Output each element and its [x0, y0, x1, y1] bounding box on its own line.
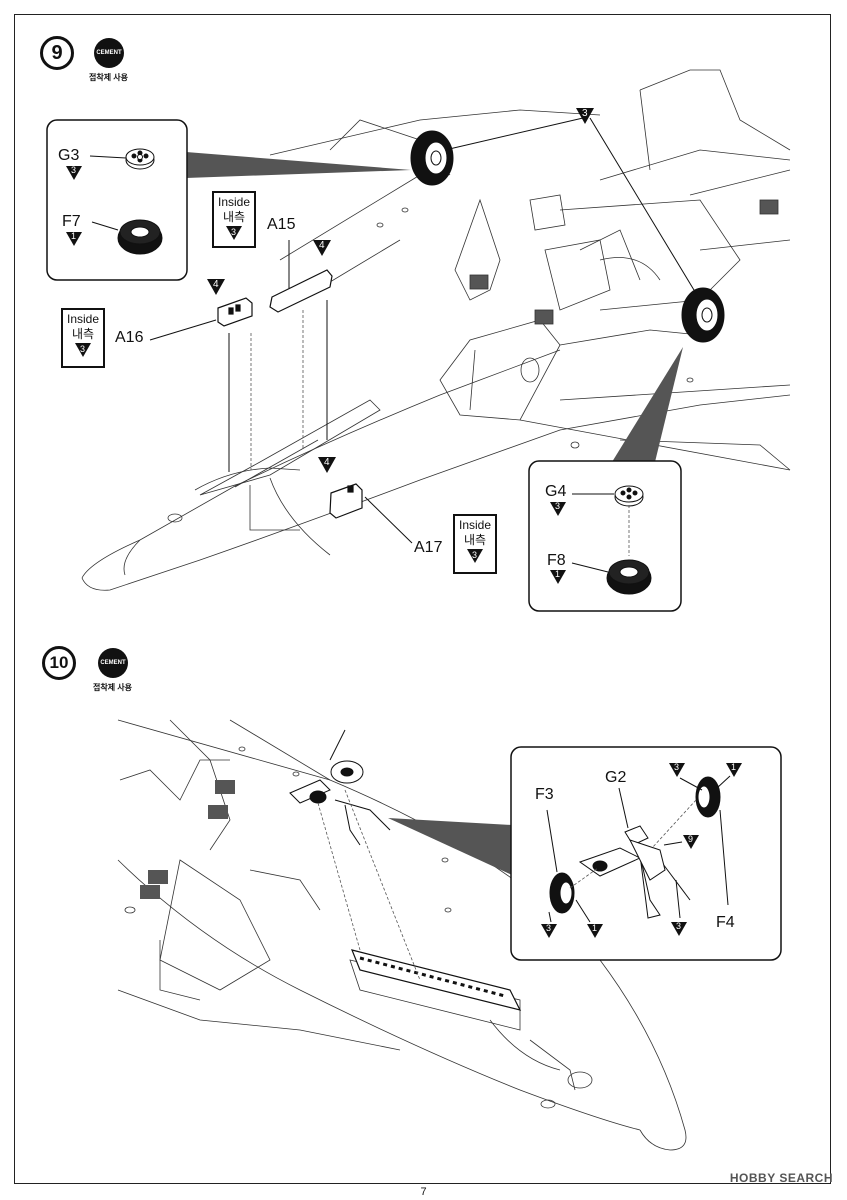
instruction-badge-icon: [66, 166, 82, 180]
badge-f3-a: 3: [541, 924, 557, 941]
inside-note-1-badge: 3: [226, 226, 242, 240]
badge-strut-3-num: 3: [676, 921, 682, 931]
badge-g2-9-num: 9: [688, 834, 694, 844]
instruction-badge-icon: [587, 924, 603, 938]
badge-f7: 1: [66, 232, 82, 249]
badge-g3-num: 3: [71, 165, 77, 175]
part-label-g4: G4: [545, 483, 567, 500]
step9-wheel-top: [410, 130, 454, 186]
instruction-badge-icon: [550, 502, 566, 516]
badge-g4: 3: [550, 502, 566, 519]
page-number: 7: [420, 1186, 427, 1198]
instruction-badge-icon: [576, 108, 594, 124]
cement-icon: CEMENT: [94, 38, 124, 68]
part-a17-shape: [329, 483, 363, 519]
gear-strut-g2: [578, 825, 691, 919]
part-label-f7: F7: [62, 213, 81, 230]
hub-g4: [614, 485, 644, 507]
instruction-badge-icon: [726, 763, 742, 777]
tire-f7: [117, 219, 163, 255]
tire-f4: [695, 776, 721, 818]
badge-g2-9: 9: [683, 835, 699, 852]
badge-f7-num: 1: [71, 231, 77, 241]
instruction-badge-icon: [313, 240, 331, 256]
inside-note-3-ko: 내측: [463, 533, 487, 547]
badge-f3-a-num: 3: [546, 923, 552, 933]
step9-left-inset-box: [46, 119, 188, 281]
badge-f4-1: 1: [726, 763, 742, 780]
part-label-a16: A16: [115, 329, 144, 346]
inside-note-3-en: Inside: [458, 518, 492, 532]
inside-note-3: Inside 내측 3: [453, 514, 497, 574]
cement-caption: 접착제 사용: [93, 683, 133, 692]
part-a15-shape: [269, 269, 333, 313]
part-label-a15: A15: [267, 216, 296, 233]
instruction-badge-icon: [66, 232, 82, 246]
part-label-a17: A17: [414, 539, 443, 556]
badge-f3-b: 1: [587, 924, 603, 941]
part-label-g2: G2: [605, 769, 627, 786]
badge-f4-1-num: 1: [731, 762, 737, 772]
cement-icon: CEMENT: [98, 648, 128, 678]
badge-f3-b-num: 1: [592, 923, 598, 933]
inside-note-1: Inside 내측 3: [212, 191, 256, 248]
badge-a16: 4: [207, 279, 225, 298]
inside-note-2-ko: 내측: [71, 327, 95, 341]
instruction-badge-icon: [318, 457, 336, 473]
inside-note-2-en: Inside: [66, 312, 100, 326]
instruction-badge-icon: [669, 763, 685, 777]
badge-wheel: 3: [576, 108, 594, 127]
badge-a17: 4: [318, 457, 336, 476]
step10-inset-pointer: [388, 818, 512, 875]
inside-note-1-ko: 내측: [222, 210, 246, 224]
badge-f8: 1: [550, 570, 566, 587]
badge-f4-3-num: 3: [674, 762, 680, 772]
instruction-badge-icon: [683, 835, 699, 849]
instruction-badge-icon: [550, 570, 566, 584]
part-a16-shape: [217, 297, 253, 327]
instruction-badge-icon: [541, 924, 557, 938]
badge-a17-num: 4: [324, 457, 330, 468]
badge-f4-3: 3: [669, 763, 685, 780]
step-10-number: 10: [42, 646, 76, 680]
inside-note-2-badge-num: 3: [80, 344, 86, 354]
part-label-f3: F3: [535, 786, 554, 803]
badge-g4-num: 3: [555, 501, 561, 511]
fuselage-nose-outline: [81, 349, 561, 579]
inside-note-1-en: Inside: [217, 195, 251, 209]
part-label-f4: F4: [716, 914, 735, 931]
step10-gear-drawing: [289, 729, 391, 846]
badge-a15-num: 4: [319, 240, 325, 251]
step9-right-inset-pointer: [612, 347, 683, 462]
page-frame: [14, 14, 831, 1184]
instruction-badge-icon: [671, 922, 687, 936]
badge-a16-num: 4: [213, 279, 219, 290]
part-label-g3: G3: [58, 147, 80, 164]
hub-g3: [125, 148, 155, 170]
badge-f8-num: 1: [555, 569, 561, 579]
step-9-number: 9: [40, 36, 74, 70]
badge-a15: 4: [313, 240, 331, 259]
cement-caption: 접착제 사용: [89, 73, 129, 82]
inside-note-2: Inside 내측 3: [61, 308, 105, 368]
watermark: HOBBY SEARCH: [729, 1171, 833, 1185]
badge-g3: 3: [66, 166, 82, 183]
inside-note-3-badge: 3: [467, 549, 483, 563]
inside-note-3-badge-num: 3: [472, 550, 478, 560]
badge-wheel-num: 3: [582, 108, 588, 119]
badge-strut-3: 3: [671, 922, 687, 939]
part-label-f8: F8: [547, 552, 566, 569]
instruction-badge-icon: [207, 279, 225, 295]
tire-f8: [606, 559, 652, 595]
inside-note-1-badge-num: 3: [231, 227, 237, 237]
step9-wheel-right: [681, 287, 725, 343]
tire-f3: [549, 872, 575, 914]
step9-left-inset-pointer: [186, 152, 411, 178]
inside-note-2-badge: 3: [75, 343, 91, 357]
